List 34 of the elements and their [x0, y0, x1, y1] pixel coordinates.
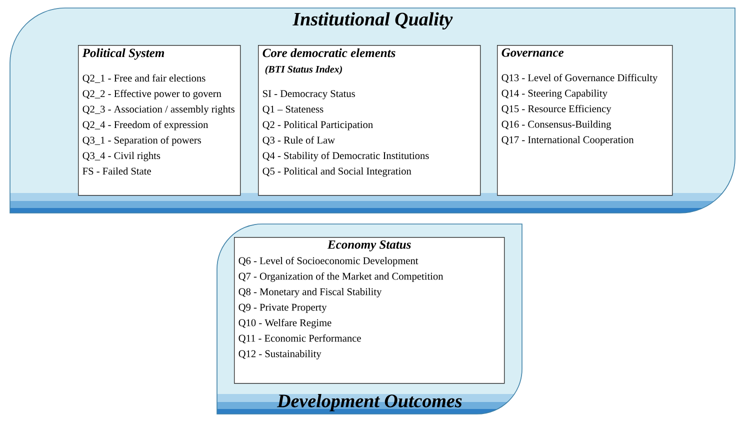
item-text: Q2 - Political Participation: [262, 120, 373, 130]
item-text: Q3 - Rule of Law: [262, 136, 335, 146]
box-subheading: (BTI Status Index): [265, 66, 342, 75]
item-text: SI - Democracy Status: [263, 90, 355, 100]
item-text: Q2_1 - Free and fair elections: [82, 74, 206, 84]
category-box: [234, 237, 505, 384]
item-text: Q8 - Monetary and Fiscal Stability: [238, 288, 382, 298]
item-text: Q16 - Consensus-Building: [502, 120, 612, 130]
item-text: Q1 – Stateness: [262, 106, 324, 114]
box-heading: Core democratic elements: [262, 48, 396, 58]
item-text: Q15 - Resource Efficiency: [502, 104, 612, 114]
item-text: Q17 - International Cooperation: [502, 136, 634, 146]
item-text: Q11 - Economic Performance: [238, 334, 361, 344]
item-text: Q4 - Stability of Democratic Institutions: [262, 152, 429, 162]
box-heading: Governance: [502, 48, 564, 57]
item-text: Q2_2 - Effective power to govern: [82, 90, 222, 100]
box-heading: Economy Status: [327, 240, 411, 252]
item-text: Q13 - Level of Governance Difficulty: [502, 74, 658, 84]
item-text: Q7 - Organization of the Market and Competition: [238, 272, 444, 282]
item-text: Q10 - Welfare Regime: [238, 318, 332, 328]
item-text: Q6 - Level of Socioeconomic Development: [238, 256, 418, 266]
item-text: Q5 - Political and Social Integration: [262, 167, 412, 177]
item-text: Q3_1 - Separation of powers: [82, 136, 201, 146]
item-text: Q14 - Steering Capability: [502, 89, 608, 99]
category-box: [258, 45, 481, 196]
category-box: [497, 45, 673, 196]
box-heading: Political System: [82, 48, 164, 60]
item-text: Q3_4 - Civil rights: [82, 152, 160, 162]
item-text: FS - Failed State: [82, 167, 151, 175]
category-box: [78, 45, 241, 196]
item-text: Q9 - Private Property: [238, 304, 327, 313]
item-text: Q2_3 - Association / assembly rights: [82, 105, 234, 115]
item-text: Q2_4 - Freedom of expression: [82, 120, 208, 130]
item-text: Q12 - Sustainability: [238, 350, 322, 360]
